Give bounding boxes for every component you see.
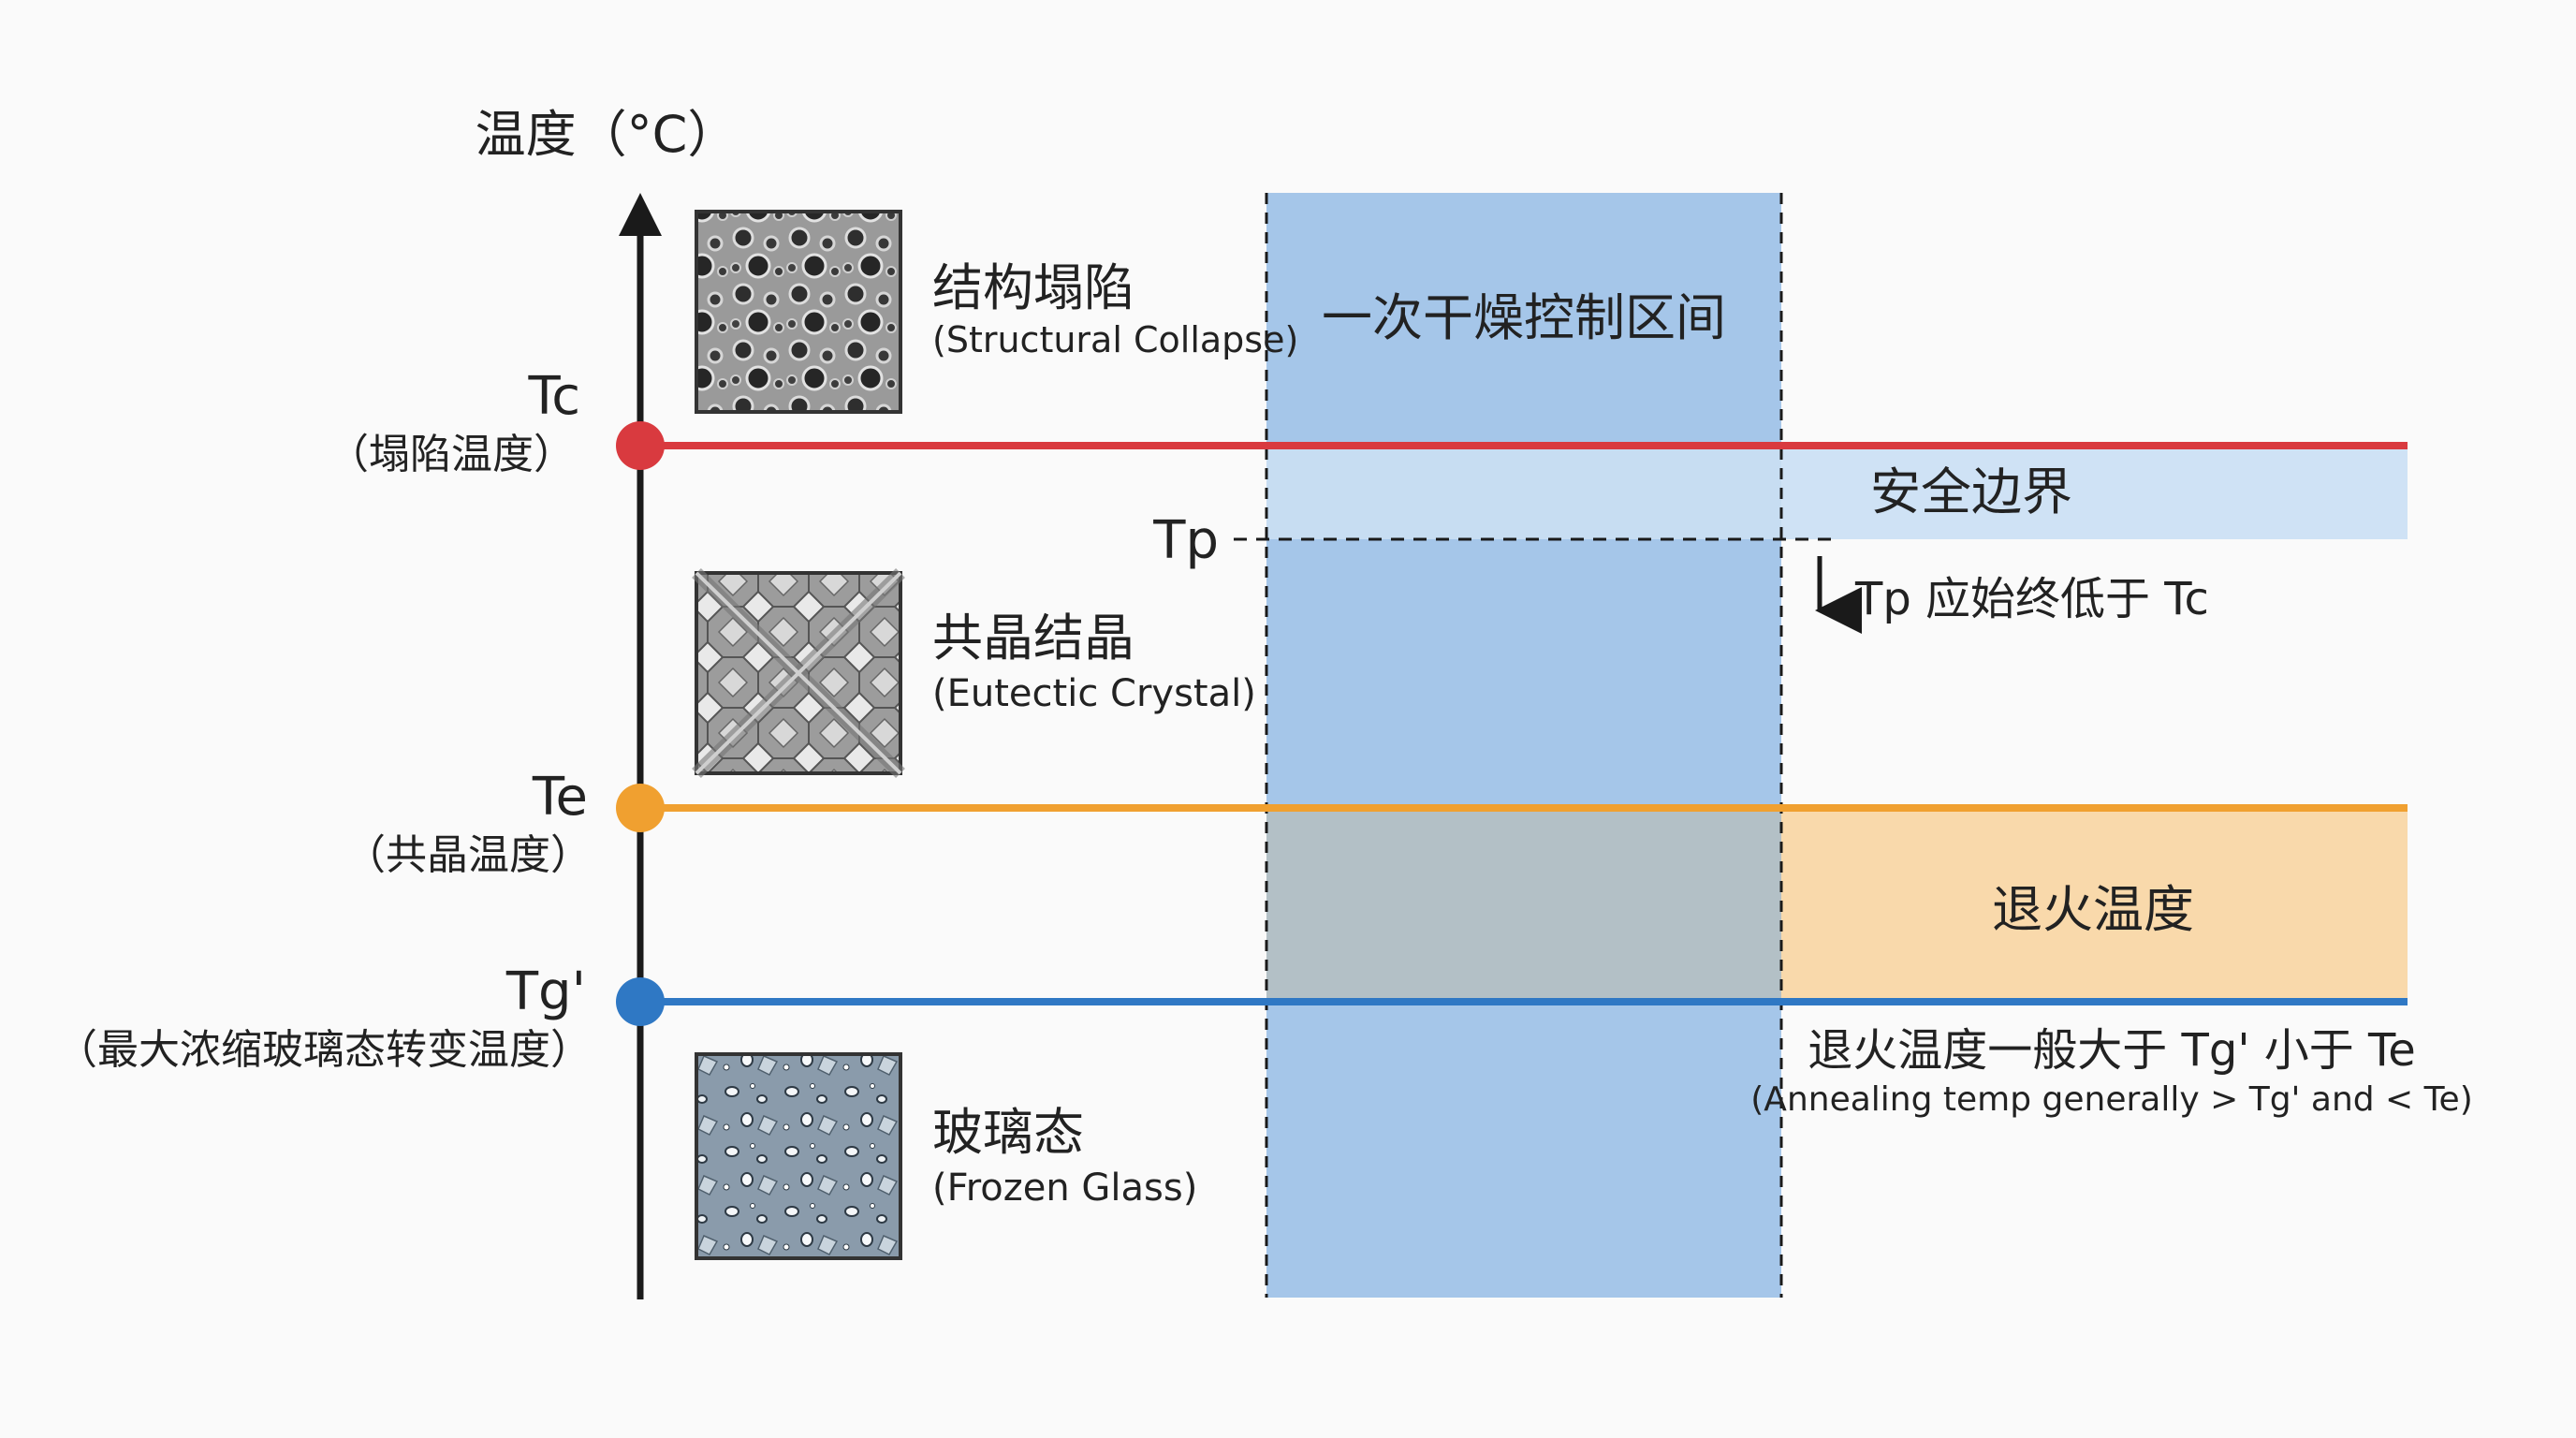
axis-label: 温度（°C） — [476, 105, 739, 164]
tg-symbol: Tg' — [505, 961, 586, 1022]
axis-arrow-icon — [619, 193, 662, 236]
te-symbol: Te — [532, 767, 588, 828]
tg-marker — [616, 977, 665, 1026]
te-name: （共晶温度） — [344, 831, 592, 879]
tp-symbol: Tp — [1152, 510, 1219, 571]
drying-zone-label: 一次干燥控制区间 — [1322, 288, 1726, 347]
tg-name: （最大浓缩玻璃态转变温度） — [56, 1026, 592, 1074]
state-collapse-zh: 结构塌陷 — [932, 258, 1134, 317]
annealing-note-zh: 退火温度一般大于 Tg' 小于 Te — [1808, 1024, 2415, 1077]
te-marker — [616, 784, 665, 832]
porous-collapse-texture-icon — [695, 210, 902, 414]
annealing-band-label: 退火温度 — [1992, 880, 2194, 939]
state-eutectic-zh: 共晶结晶 — [932, 609, 1134, 668]
safety-band-in-drying-zone — [1266, 448, 1781, 539]
tp-note: Tp 应始终低于 Tc — [1854, 573, 2209, 625]
tc-name: （塌陷温度） — [328, 431, 575, 478]
state-glass-en: (Frozen Glass) — [932, 1167, 1197, 1210]
eutectic-crystal-pattern-icon — [692, 568, 905, 778]
primary-drying-control-zone — [1266, 193, 1781, 1298]
tc-symbol: Tc — [528, 366, 580, 427]
state-glass-zh: 玻璃态 — [932, 1103, 1084, 1162]
tc-marker — [616, 421, 665, 470]
safety-band-label: 安全边界 — [1870, 462, 2072, 521]
state-eutectic-en: (Eutectic Crystal) — [932, 672, 1256, 715]
annealing-temperature-band — [1780, 810, 2408, 1002]
state-collapse-en: (Structural Collapse) — [932, 319, 1298, 360]
annealing-note-en: (Annealing temp generally > Tg' and < Te… — [1750, 1080, 2472, 1119]
frozen-glass-texture-icon — [695, 1052, 902, 1260]
drying-annealing-overlap-zone — [1266, 810, 1781, 1002]
